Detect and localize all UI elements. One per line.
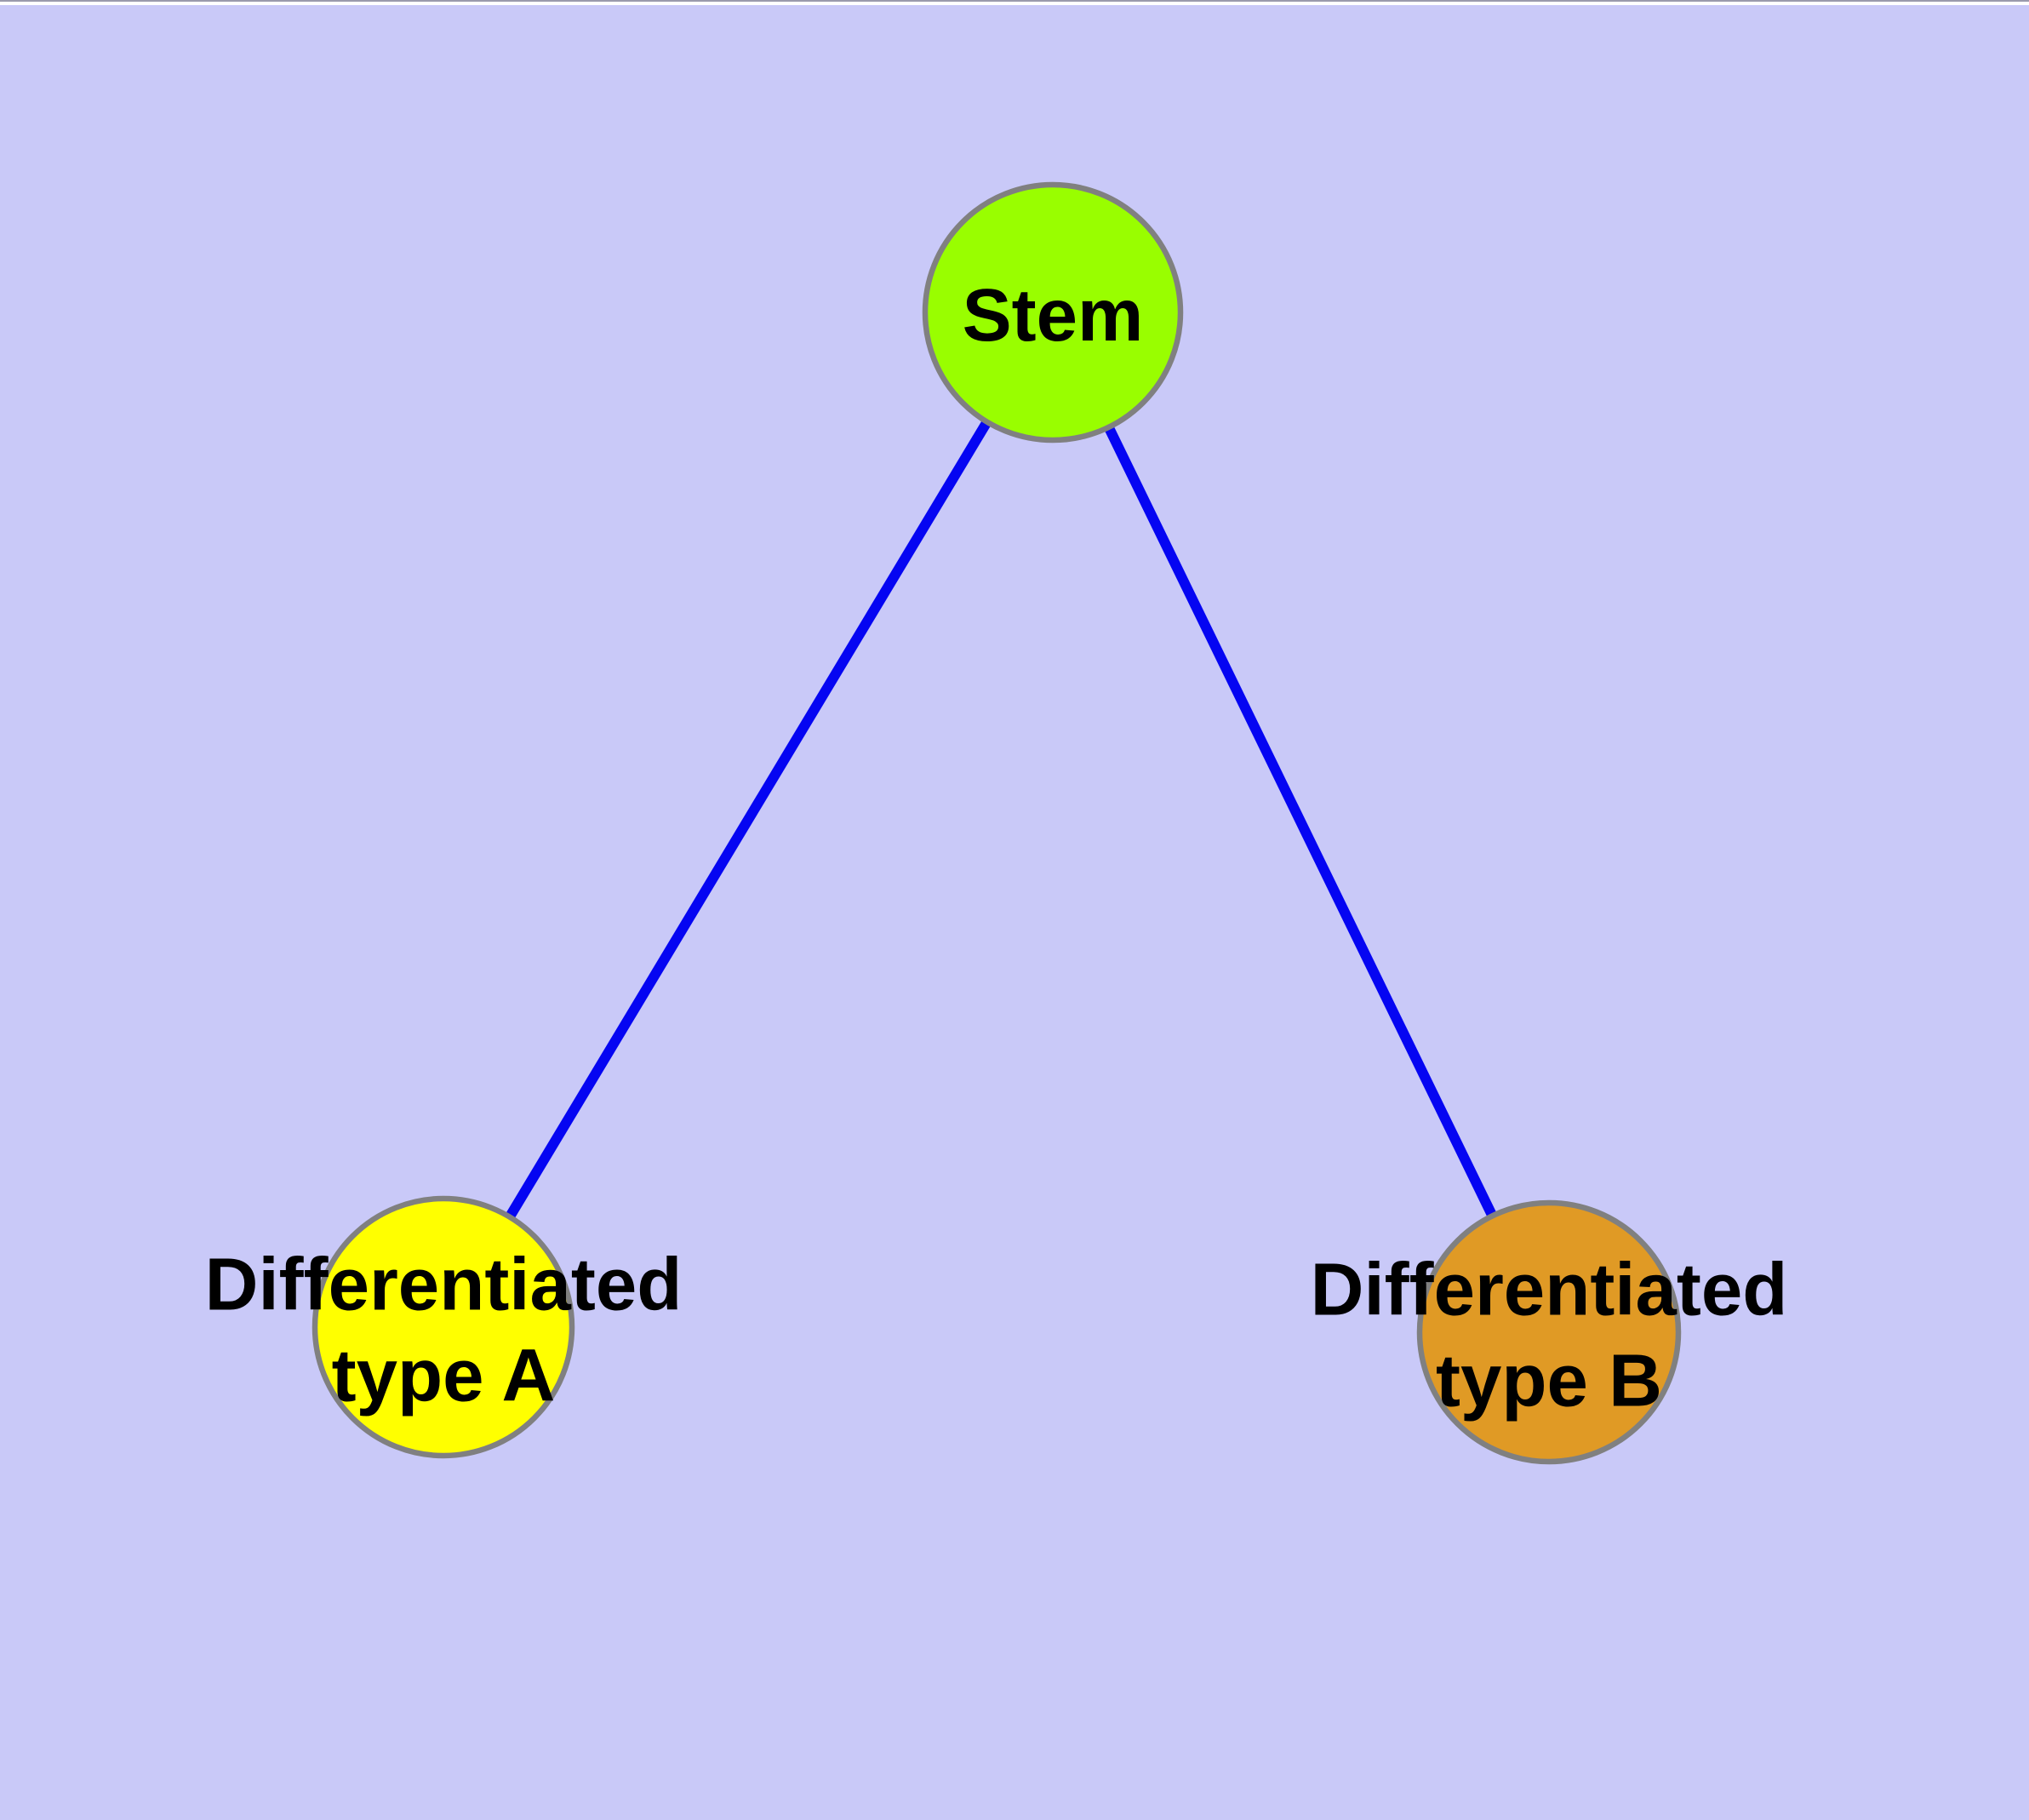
- canvas-top-margin: [0, 2, 2029, 5]
- node-label-stem: Stem: [963, 274, 1144, 357]
- edges-layer: [438, 309, 1554, 1335]
- node-diff-type-a[interactable]: [311, 1195, 575, 1459]
- window-top-hairline: [0, 0, 2029, 2]
- edge-stem-to-diff-type-a: [438, 309, 1058, 1331]
- nodes-layer: [311, 181, 1682, 1465]
- node-stem[interactable]: [922, 181, 1184, 444]
- node-diff-type-b[interactable]: [1416, 1199, 1682, 1465]
- edge-stem-to-diff-type-b: [1048, 310, 1554, 1335]
